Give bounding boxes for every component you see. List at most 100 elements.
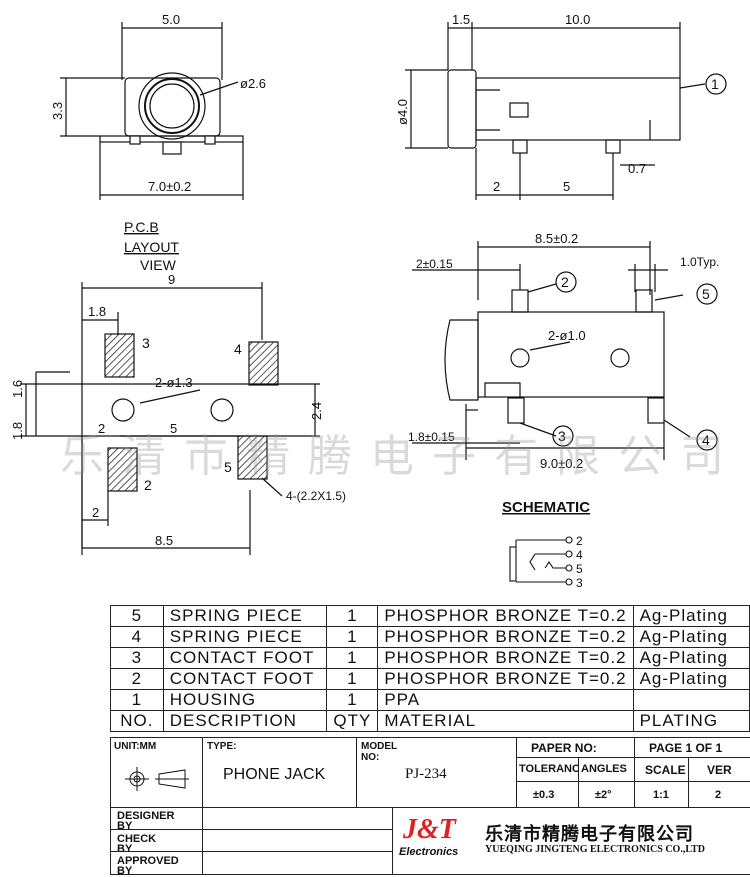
bom-header-no: NO. <box>110 710 164 732</box>
pcb-top-dim: 9 <box>168 272 175 287</box>
pcb-gap-2: 2 <box>98 421 105 436</box>
front-left-dim: 2±0.15 <box>416 257 453 271</box>
front-bottom-left-dim: 1.8±0.15 <box>408 430 455 444</box>
pcb-pad-callout: 4-(2.2X1.5) <box>286 489 346 503</box>
side-pin-offset-label: 0.7 <box>628 161 646 176</box>
designer-cell: DESIGNER BY <box>110 807 204 832</box>
bom-cell-desc: SPRING PIECE <box>162 626 328 648</box>
bom-cell-desc: CONTACT FOOT <box>162 668 328 690</box>
bom-cell-qty: 1 <box>326 668 379 690</box>
pcb-layout <box>20 282 320 555</box>
side-pin-span-label: 5 <box>563 179 570 194</box>
bom-cell-no: 3 <box>110 647 164 669</box>
bom-cell-plating: Ag-Plating <box>632 668 750 690</box>
side-left-label: 1.5 <box>452 12 470 27</box>
approved-cell: APPROVED BY <box>110 851 204 877</box>
bom-cell-qty: 1 <box>326 647 379 669</box>
bom-cell-plating: Ag-Plating <box>632 647 750 669</box>
bom-cell-material: PHOSPHOR BRONZE T=0.2 <box>377 668 634 690</box>
approved-label: APPROVED BY <box>117 855 179 877</box>
pcb-v-dim-b: 1.8 <box>10 422 25 440</box>
bom-cell-material: PHOSPHOR BRONZE T=0.2 <box>377 605 634 627</box>
bom-cell-no: 2 <box>110 668 164 690</box>
title-block-model: MODEL NO: PJ-234 <box>356 737 518 809</box>
front-callout-2: 2 <box>561 274 569 290</box>
callout-1-circle <box>705 73 727 95</box>
title-block-ver: VER <box>688 757 750 783</box>
type-value: PHONE JACK <box>223 766 326 783</box>
schematic-symbol <box>509 536 573 586</box>
bom-cell-material: PHOSPHOR BRONZE T=0.2 <box>377 626 634 648</box>
paper-label: PAPER NO: <box>531 741 597 755</box>
front-hole-label: 2-ø1.0 <box>548 328 586 343</box>
bom-cell-no: 4 <box>110 626 164 648</box>
top-height-label: 3.3 <box>50 102 65 120</box>
schematic-pin-3: 5 <box>576 562 583 576</box>
bom-header-qty: QTY <box>326 710 379 732</box>
pcb-title-1: P.C.B <box>124 219 159 235</box>
top-dia-label: ø2.6 <box>240 76 266 91</box>
pcb-pad-2 <box>107 447 138 492</box>
pcb-title-2: LAYOUT <box>124 239 179 255</box>
front-callout-2-circle <box>555 271 577 293</box>
unit-label: UNIT:MM <box>114 741 157 752</box>
bom-cell-qty: 1 <box>326 626 379 648</box>
title-block-unit: UNIT:MM <box>110 737 204 809</box>
pcb-pad-4 <box>248 341 279 386</box>
model-label: MODEL NO: <box>361 741 397 763</box>
front-width-dim: 8.5±0.2 <box>535 231 578 246</box>
bom-cell-material: PPA <box>377 689 634 711</box>
tolerance-label: TOLERANCE <box>519 763 588 775</box>
bom-cell-no: 5 <box>110 605 164 627</box>
type-label: TYPE: <box>207 741 237 752</box>
company-name-en: YUEQING JINGTENG ELECTRONICS CO.,LTD <box>485 844 705 855</box>
side-pin-gap-label: 2 <box>493 179 500 194</box>
bom-cell-material: PHOSPHOR BRONZE T=0.2 <box>377 647 634 669</box>
bom-header-row: NO. DESCRIPTION QTY MATERIAL PLATING <box>110 710 750 732</box>
scale-value-cell: 1:1 <box>634 781 690 809</box>
title-block-scale: SCALE <box>634 757 690 783</box>
side-dia-label: ø4.0 <box>395 99 410 125</box>
bom-cell-plating: Ag-Plating <box>632 626 750 648</box>
side-length-label: 10.0 <box>565 12 590 27</box>
bom-cell-desc: CONTACT FOOT <box>162 647 328 669</box>
pcb-left-dim: 1.8 <box>88 304 106 319</box>
bom-cell-plating <box>632 689 750 711</box>
bom-cell-qty: 1 <box>326 689 379 711</box>
pcb-width-dim: 8.5 <box>155 533 173 548</box>
ver-label: VER <box>707 763 732 777</box>
company-block: J&T Electronics 乐清市精腾电子有限公司 YUEQING JING… <box>392 807 750 875</box>
schematic-pin-1: 2 <box>576 534 583 548</box>
bom-cell-no: 1 <box>110 689 164 711</box>
tolerance-value-cell: ±0.3 <box>516 781 580 809</box>
title-block-paper: PAPER NO: <box>516 737 636 759</box>
bom-cell-qty: 1 <box>326 605 379 627</box>
pcb-pad-3-label: 3 <box>142 335 150 351</box>
pcb-pad-4-label: 4 <box>234 341 242 357</box>
page-label: PAGE 1 OF 1 <box>649 741 723 755</box>
bom-cell-plating: Ag-Plating <box>632 605 750 627</box>
bom-header-desc: DESCRIPTION <box>162 710 328 732</box>
projection-symbol-icon <box>125 767 189 791</box>
title-block-tolerance: TOLERANCE <box>516 757 587 783</box>
approved-value <box>202 851 394 875</box>
title-block-angles: ANGLES <box>578 757 636 783</box>
front-callout-3: 3 <box>558 428 566 444</box>
front-callout-3-circle <box>552 425 574 447</box>
pcb-bottom-gap: 2 <box>92 505 99 520</box>
check-label: CHECK BY <box>117 833 157 855</box>
pcb-gap-5: 5 <box>170 421 177 436</box>
angles-value: ±2° <box>595 789 612 801</box>
scale-value: 1:1 <box>653 789 669 801</box>
front-callout-5: 5 <box>702 286 710 302</box>
company-logo-sub: Electronics <box>399 846 459 858</box>
pcb-pad-5-label: 5 <box>224 459 232 475</box>
ver-value: 2 <box>715 789 722 801</box>
bom-header-material: MATERIAL <box>377 710 634 732</box>
bom-header-plating: PLATING <box>632 710 750 732</box>
